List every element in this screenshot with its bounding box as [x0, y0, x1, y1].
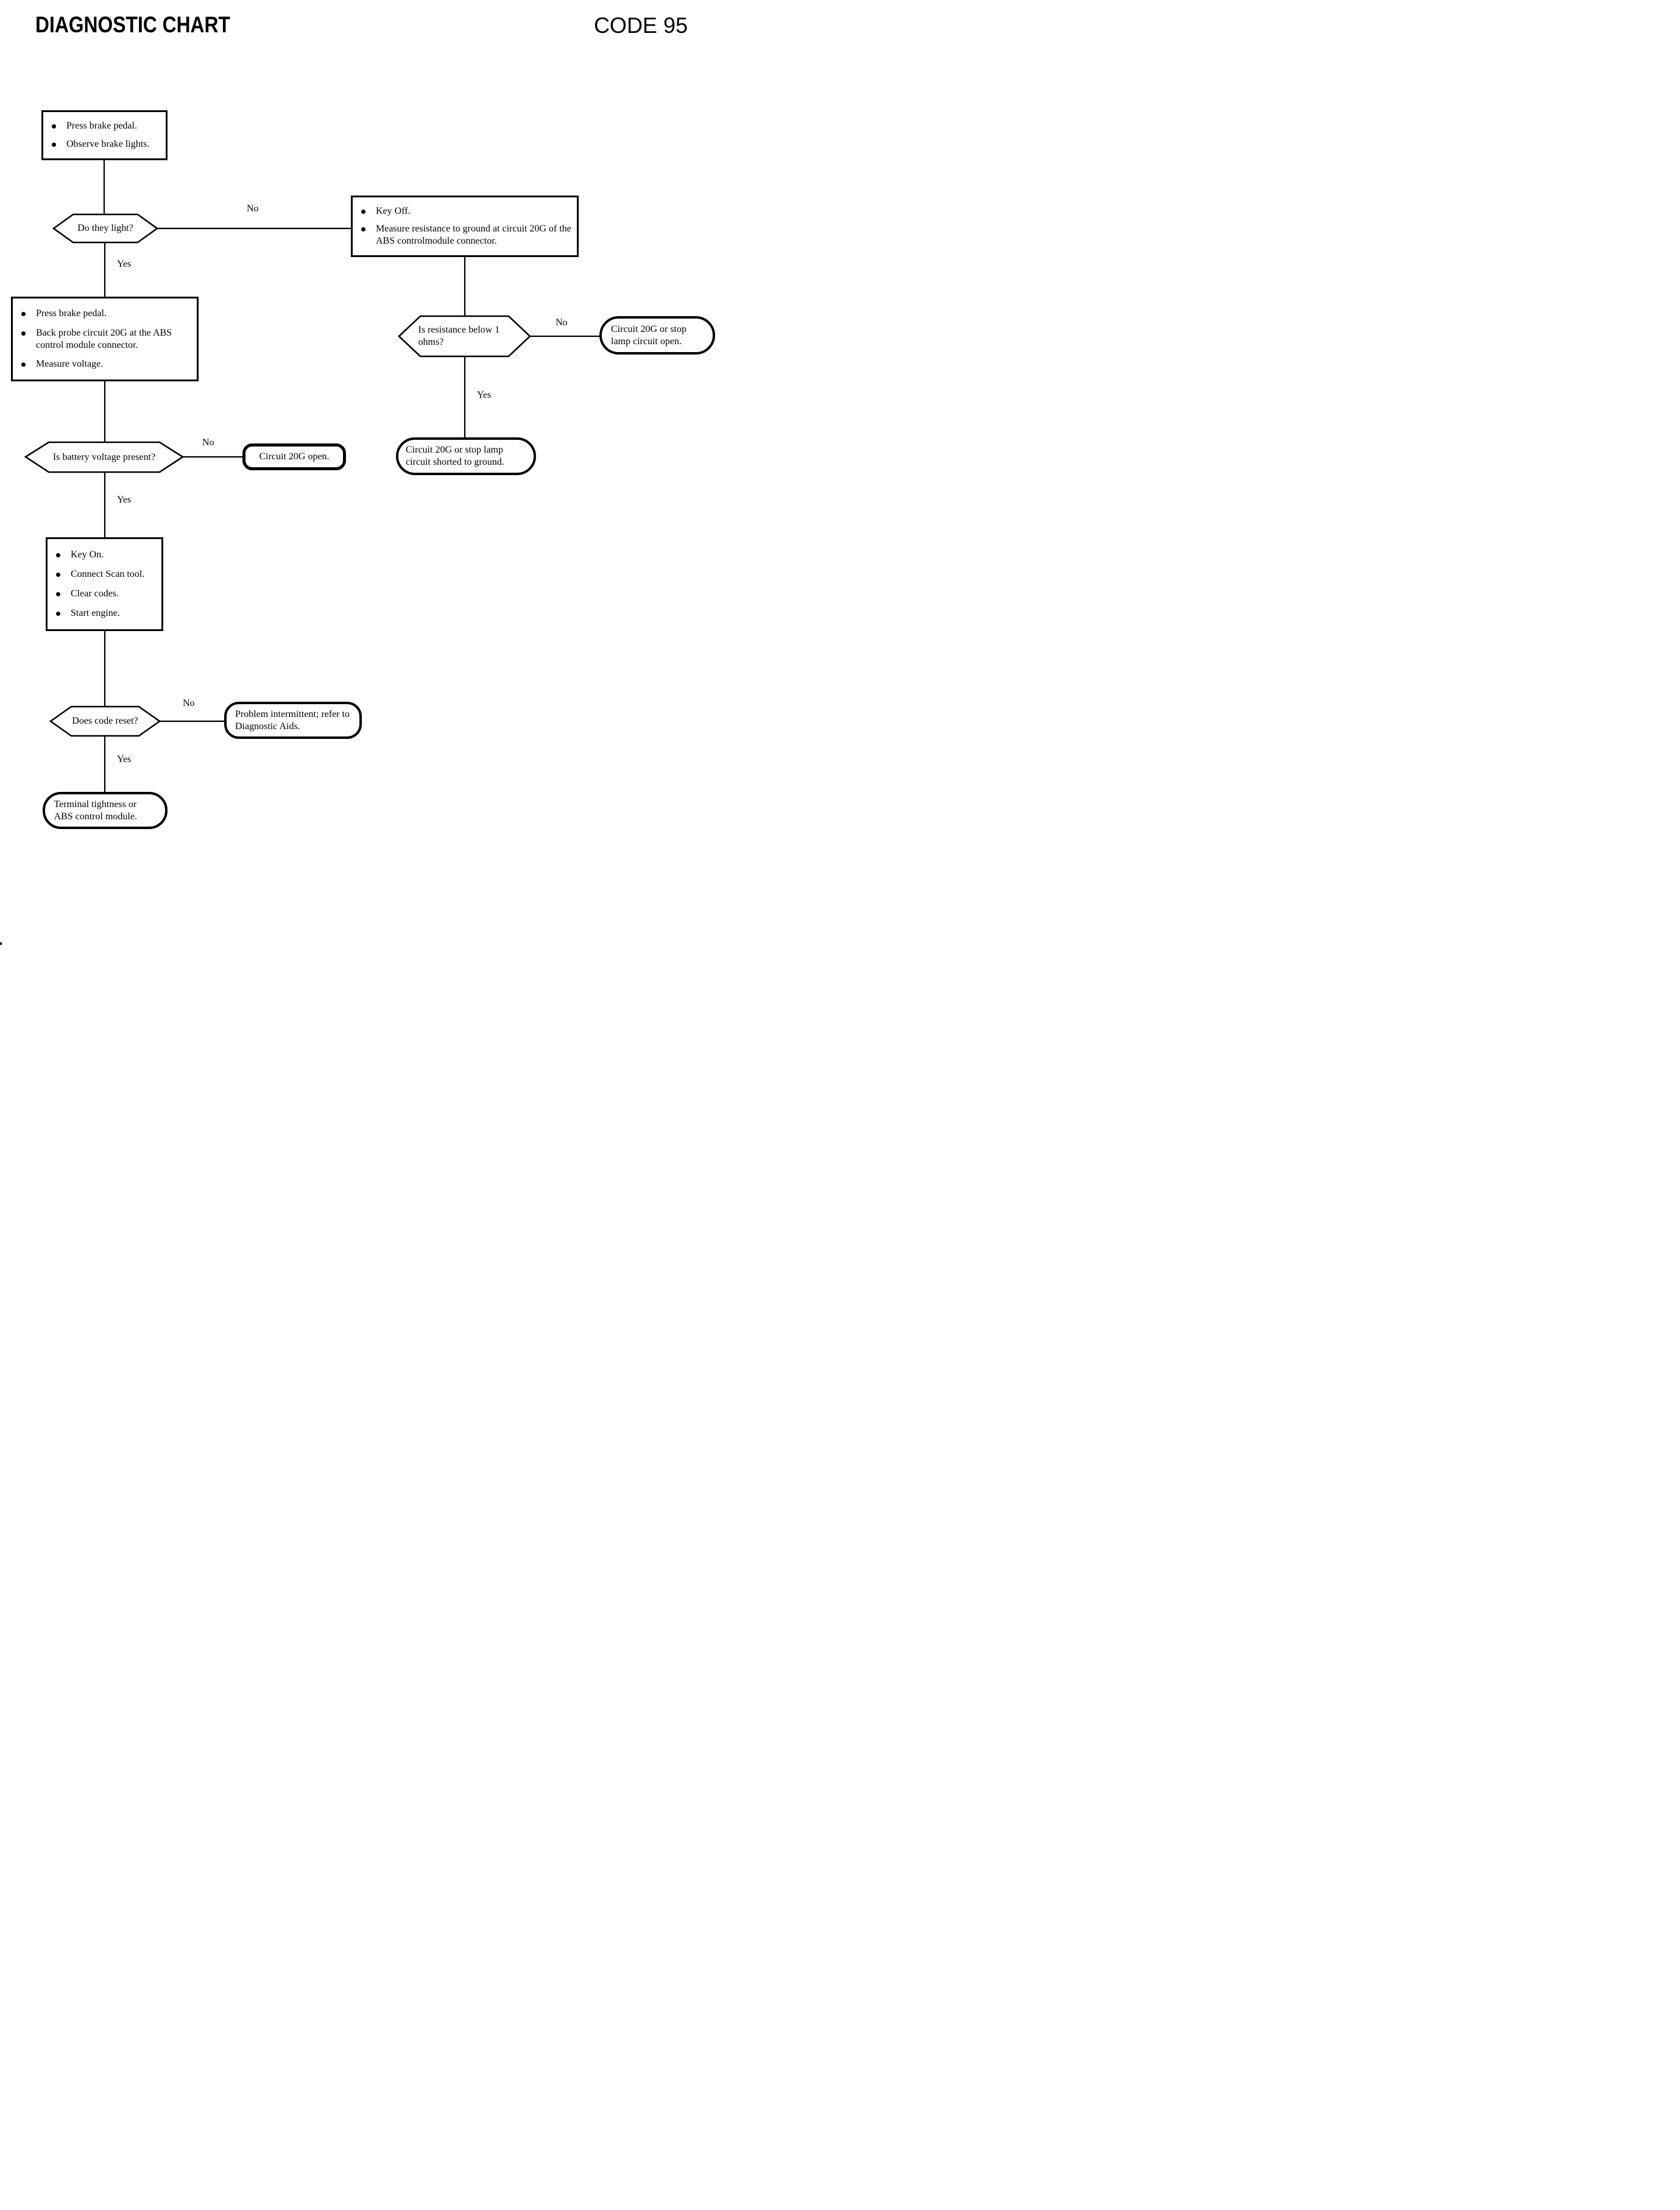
terminal-stop-lamp-open: Circuit 20G or stop lamp circuit open.	[599, 316, 715, 355]
decision-resistance: Is resistance below 1 ohms?	[399, 316, 530, 356]
terminal-text: Terminal tightness or ABS control module…	[54, 799, 137, 822]
bullet-text: Measure resistance to ground at circuit …	[376, 224, 571, 246]
bullet-item: Measure voltage.	[20, 358, 193, 370]
bullet-item: Key On.	[55, 549, 158, 561]
branch-label-yes: Yes	[117, 259, 132, 269]
bullet-icon	[361, 210, 365, 214]
terminal-text: Circuit 20G open.	[259, 451, 330, 462]
bullet-item: Press brake pedal.	[51, 120, 162, 132]
bullet-icon	[52, 124, 56, 129]
bullet-text: Press brake pedal.	[66, 121, 137, 132]
bullet-item: Press brake pedal.	[20, 308, 193, 320]
bullet-text: Connect Scan tool.	[71, 569, 145, 579]
decision-question: Is battery voltage present?	[52, 451, 156, 462]
bullet-item: Clear codes.	[55, 588, 158, 600]
terminal-text: Circuit 20G or stop lamp circuit shorted…	[406, 445, 504, 467]
bullet-text: Measure voltage.	[36, 358, 104, 369]
bullet-text: Press brake pedal.	[36, 308, 107, 319]
bullet-text: Clear codes.	[71, 588, 119, 599]
page-code: CODE 95	[593, 13, 688, 38]
bullet-icon	[56, 553, 60, 557]
bullet-item: Key Off.	[360, 205, 573, 217]
decision-resistance-shape	[398, 315, 531, 358]
branch-label-yes: Yes	[117, 754, 132, 764]
branch-label-no: No	[202, 437, 214, 448]
decision-hexagons	[24, 213, 531, 737]
bullet-icon	[56, 573, 60, 577]
terminal-terminal-tightness: Terminal tightness or ABS control module…	[43, 792, 168, 829]
process-box-key-on: Key On. Connect Scan tool. Clear codes. …	[46, 537, 163, 631]
branch-label-yes: Yes	[477, 390, 492, 400]
terminal-text: Circuit 20G or stop lamp circuit open.	[611, 323, 686, 347]
bullet-text: Start engine.	[71, 608, 120, 618]
branch-label-no: No	[183, 698, 195, 708]
branch-label-no: No	[556, 317, 568, 328]
process-box-back-probe: Press brake pedal. Back probe circuit 20…	[11, 297, 199, 381]
branch-label-yes: Yes	[117, 495, 132, 505]
bullet-text: Back probe circuit 20G at the ABS contro…	[36, 327, 172, 350]
bullet-item: Observe brake lights.	[51, 138, 162, 150]
bullet-item: Connect Scan tool.	[55, 568, 158, 581]
bullet-item: Start engine.	[55, 607, 158, 620]
flowchart-connectors	[24, 160, 601, 793]
bullet-icon	[56, 612, 60, 616]
page-title: DIAGNOSTIC CHART	[35, 12, 230, 37]
scan-artifact	[0, 942, 2, 945]
bullet-icon	[21, 331, 26, 336]
decision-code-reset: Does code reset?	[51, 707, 160, 736]
diagnostic-chart-page: DIAGNOSTIC CHART CODE 95 Press	[0, 0, 718, 945]
decision-battery-voltage: Is battery voltage present?	[26, 442, 183, 472]
bullet-icon	[52, 142, 56, 147]
terminal-circuit-20g-open: Circuit 20G open.	[242, 443, 346, 470]
bullet-item: Measure resistance to ground at circuit …	[360, 223, 573, 247]
process-box-key-off: Key Off. Measure resistance to ground at…	[351, 196, 579, 257]
decision-question: Does code reset?	[72, 716, 138, 726]
process-box-press-brake: Press brake pedal. Observe brake lights.	[41, 110, 168, 160]
decision-question: Is resistance below 1 ohms?	[418, 325, 500, 347]
decision-do-they-light: Do they light?	[54, 214, 157, 242]
bullet-icon	[56, 592, 60, 596]
terminal-shorted-to-ground: Circuit 20G or stop lamp circuit shorted…	[396, 437, 536, 475]
terminal-problem-intermittent: Problem intermittent; refer to Diagnosti…	[224, 702, 362, 739]
bullet-item: Back probe circuit 20G at the ABS contro…	[20, 327, 193, 351]
decision-do-they-light-shape	[52, 213, 159, 244]
branch-label-no: No	[247, 203, 259, 214]
bullet-text: Key On.	[71, 549, 104, 560]
terminal-text: Problem intermittent; refer to Diagnosti…	[235, 708, 350, 732]
bullet-text: Key Off.	[376, 206, 411, 216]
bullet-icon	[361, 227, 365, 231]
decision-battery-voltage-shape	[24, 441, 185, 473]
decision-question: Do they light?	[77, 223, 133, 233]
bullet-icon	[21, 312, 26, 317]
decision-code-reset-shape	[49, 705, 161, 737]
bullet-icon	[21, 362, 26, 367]
bullet-text: Observe brake lights.	[66, 138, 150, 149]
connector-lines	[103, 160, 601, 793]
